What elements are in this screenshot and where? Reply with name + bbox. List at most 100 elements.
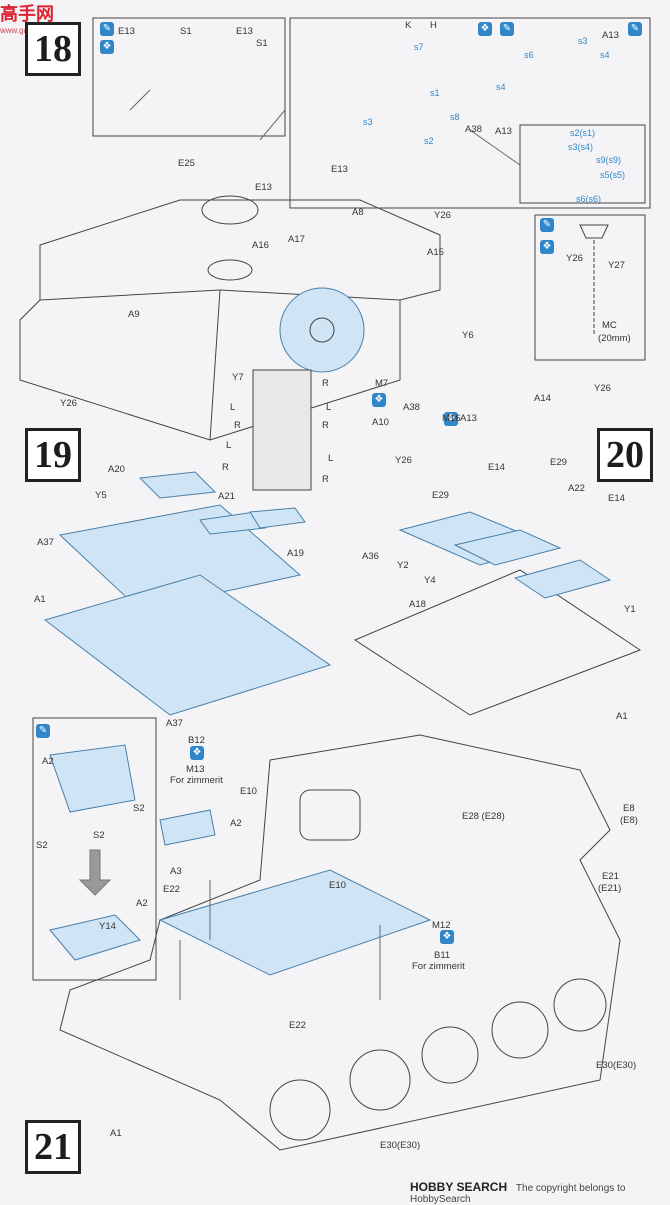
label-E13: E13 xyxy=(255,182,272,193)
label-Y14: Y14 xyxy=(99,921,116,932)
label-E25: E25 xyxy=(178,158,195,169)
label-A38: A38 xyxy=(465,124,482,135)
label-A2: A2 xyxy=(136,898,148,909)
sprocket-part xyxy=(279,287,365,373)
label-A3: A3 xyxy=(170,866,182,877)
footer-logo: HOBBY SEARCH xyxy=(410,1180,508,1194)
label-A21: A21 xyxy=(218,491,235,502)
label-R: R xyxy=(222,462,229,473)
label-A19: A19 xyxy=(287,548,304,559)
label-R: R xyxy=(234,420,241,431)
label-A1: A1 xyxy=(34,594,46,605)
label-s5s5: s5(s5) xyxy=(600,170,626,180)
glue-icon: ✎ xyxy=(500,22,514,36)
label-s4: s4 xyxy=(496,82,506,92)
label-E29: E29 xyxy=(432,490,449,501)
label-E8: E8 xyxy=(623,803,635,814)
label-A10: A10 xyxy=(372,417,389,428)
label-B11: B11 xyxy=(434,950,451,961)
label-s6: s6 xyxy=(524,50,534,60)
glue-icon: ✎ xyxy=(540,218,554,232)
label-s4: s4 xyxy=(600,50,610,60)
hull-20 xyxy=(353,569,642,716)
label-E13: E13 xyxy=(236,26,253,37)
inset-box-21 xyxy=(32,717,157,981)
label-Y4: Y4 xyxy=(424,575,436,586)
label-L: L xyxy=(326,402,332,413)
label-A2: A2 xyxy=(42,756,54,767)
label-MC: MC xyxy=(602,320,617,331)
label-A17: A17 xyxy=(288,234,305,245)
label-S2: S2 xyxy=(93,830,105,841)
cement-icon: ❖ xyxy=(440,930,454,944)
label-E22: E22 xyxy=(163,884,180,895)
label-R: R xyxy=(322,474,329,485)
label-Y6: Y6 xyxy=(462,330,474,341)
label-M12: M12 xyxy=(432,920,451,931)
label-S2: S2 xyxy=(36,840,48,851)
label-K: K xyxy=(405,20,412,31)
label-A36: A36 xyxy=(362,551,379,562)
label-R: R xyxy=(322,378,329,389)
label-E13: E13 xyxy=(118,26,135,37)
label-L: L xyxy=(226,440,232,451)
label-A20: A20 xyxy=(108,464,125,475)
label-B12: B12 xyxy=(188,735,205,746)
label-E14: E14 xyxy=(608,493,625,504)
cement-icon: ❖ xyxy=(372,393,386,407)
label-A1: A1 xyxy=(616,711,628,722)
label-A16: A16 xyxy=(252,240,269,251)
label-E28: E28 (E28) xyxy=(462,811,505,822)
label-A9: A9 xyxy=(128,309,140,320)
inset-box-c xyxy=(519,124,646,204)
step-number-19: 19 xyxy=(25,428,81,482)
label-Y27: Y27 xyxy=(608,260,625,271)
label-A37: A37 xyxy=(166,718,183,729)
tank-outline-21 xyxy=(59,734,621,1151)
label-H: H xyxy=(430,20,437,31)
cement-icon: ❖ xyxy=(444,412,458,426)
step-number-18: 18 xyxy=(25,22,81,76)
part-A1 xyxy=(43,574,332,716)
cement-icon: ❖ xyxy=(100,40,114,54)
label-E22: E22 xyxy=(289,1020,306,1031)
label-M16: M16 xyxy=(442,413,461,424)
inset-box-a xyxy=(92,17,286,137)
label-s2: s2 xyxy=(424,136,434,146)
label-Y7: Y7 xyxy=(232,372,244,383)
label-E14: E14 xyxy=(488,462,505,473)
label-s3: s3 xyxy=(578,36,588,46)
label-E30: E30(E30) xyxy=(596,1060,637,1071)
label-Y26: Y26 xyxy=(60,398,77,409)
cement-icon: ❖ xyxy=(190,746,204,760)
label-A13: A13 xyxy=(602,30,619,41)
label-E10: E10 xyxy=(240,786,257,797)
label-S1: S1 xyxy=(256,38,268,49)
label-A18: A18 xyxy=(409,599,426,610)
label-A8: A8 xyxy=(352,207,364,218)
watermark-title: 高手网 xyxy=(0,4,54,24)
label-A13: A13 xyxy=(460,413,477,424)
label-A38: A38 xyxy=(403,402,420,413)
label-E13: E13 xyxy=(331,164,348,175)
label-Y26: Y26 xyxy=(566,253,583,264)
step-number-21: 21 xyxy=(25,1120,81,1174)
cement-icon: ❖ xyxy=(478,22,492,36)
label-A14: A14 xyxy=(534,393,551,404)
label-Y26: Y26 xyxy=(395,455,412,466)
part-Y5 xyxy=(58,504,302,611)
label-s3: s3 xyxy=(363,117,373,127)
label-A37: A37 xyxy=(37,537,54,548)
label-zimmerit: For zimmerit xyxy=(412,961,465,972)
footer: HOBBY SEARCH The copyright belongs to Ho… xyxy=(410,1180,670,1205)
label-M7: M7 xyxy=(375,378,389,389)
label-R: R xyxy=(322,420,329,431)
label-s8: s8 xyxy=(450,112,460,122)
label-E30: E30(E30) xyxy=(380,1140,421,1151)
label-s2s1: s2(s1) xyxy=(570,128,596,138)
label-mm: (20mm) xyxy=(598,333,631,344)
inset-box-b xyxy=(289,17,651,209)
label-s9s9: s9(s9) xyxy=(596,155,622,165)
label-A22: A22 xyxy=(568,483,585,494)
label-Y26: Y26 xyxy=(594,383,611,394)
